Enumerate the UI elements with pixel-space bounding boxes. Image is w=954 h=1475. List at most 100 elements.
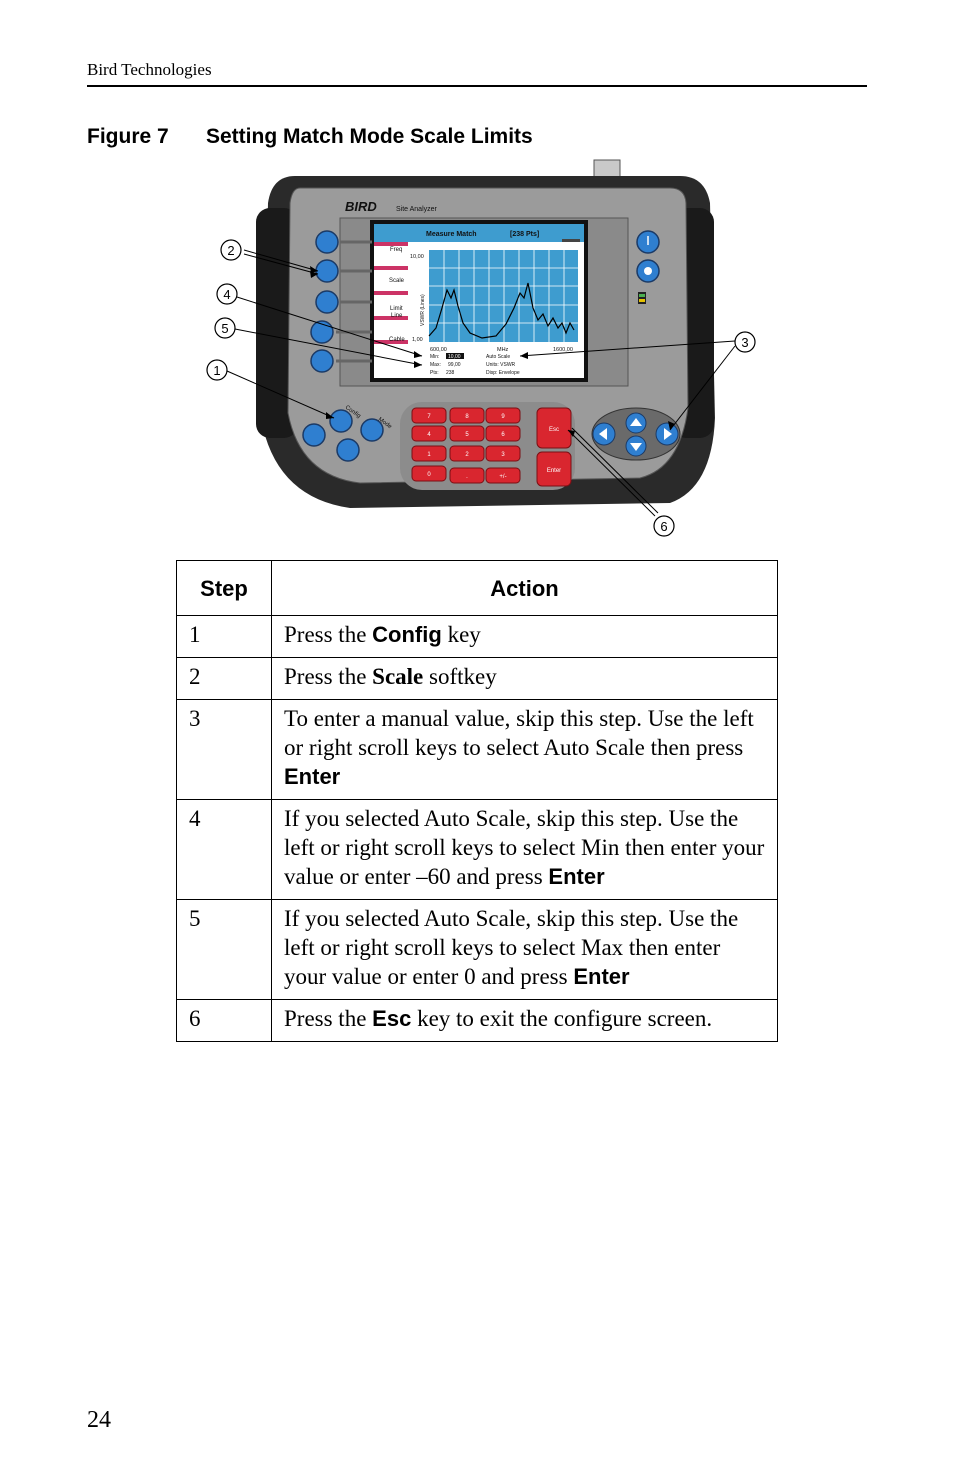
enter-key-label: Enter — [547, 468, 561, 474]
softkey-freq: Freq — [390, 247, 402, 253]
softkey-scale: Scale — [389, 278, 405, 284]
leader-6a — [567, 429, 656, 517]
up-arrow-icon — [630, 418, 642, 426]
screen-title-bar — [374, 224, 584, 242]
softkey-limit: Limit — [390, 306, 403, 312]
key-7: 7 — [427, 414, 431, 420]
leader-3a — [519, 340, 736, 357]
y-axis-label: VSWR (Lines) — [420, 294, 426, 326]
key-name: Enter — [573, 964, 630, 989]
key-name: Esc — [372, 1006, 412, 1031]
callout-2-label: 2 — [227, 243, 234, 258]
screen-points: [238 Pts] — [510, 231, 539, 238]
screen-title: Measure Match — [426, 231, 477, 238]
table-row: 5 If you selected Auto Scale, skip this … — [176, 899, 778, 1000]
key-6: 6 — [501, 432, 505, 438]
steps-table: Step Action 1 Press the Config key 2 Pre… — [176, 560, 778, 1042]
callout-1 — [206, 359, 228, 381]
softkey-button-3 — [315, 290, 339, 314]
info-pts-label: Pts: — [430, 370, 439, 376]
x-end-label: 1600,00 — [553, 347, 573, 353]
softkey-line: Line — [391, 313, 403, 319]
step-action: Press the Esc key to exit the configure … — [271, 999, 778, 1042]
info-units: Units: VSWR — [486, 362, 516, 368]
key-2: 2 — [465, 452, 469, 458]
figure-title: Setting Match Mode Scale Limits — [206, 125, 533, 148]
leader-4 — [236, 296, 423, 357]
step-number: 3 — [176, 699, 272, 800]
mode-button — [360, 418, 384, 442]
softkey-cable: Cable — [389, 337, 405, 343]
page-number: 24 — [87, 1407, 111, 1433]
callout-6 — [653, 515, 675, 537]
key-0: 0 — [427, 472, 431, 478]
y-top-label: 10,00 — [410, 254, 424, 260]
table-row: 1 Press the Config key — [176, 615, 778, 658]
key-dot: . — [466, 474, 468, 480]
info-pts-value: 238 — [446, 370, 455, 376]
left-arrow-icon — [599, 428, 607, 440]
running-header: Bird Technologies — [87, 60, 212, 79]
callout-6-label: 6 — [660, 519, 667, 534]
leader-2a — [243, 249, 319, 272]
info-min-value: 10,00 — [448, 354, 461, 360]
model-name: Site Analyzer — [396, 206, 438, 213]
step-column-header: Step — [176, 560, 272, 616]
key-3: 3 — [501, 452, 505, 458]
step-action: Press the Config key — [271, 615, 778, 658]
softkey-button-1 — [315, 230, 339, 254]
nav-pad — [591, 407, 681, 461]
callout-3 — [734, 331, 756, 353]
leader-5 — [234, 328, 423, 366]
down-arrow-icon — [630, 443, 642, 451]
key-name: Scale — [372, 664, 424, 689]
key-5: 5 — [465, 432, 469, 438]
callout-2 — [220, 239, 242, 261]
info-display: Disp: Envelope — [486, 370, 520, 376]
leader-2b — [243, 253, 319, 275]
esc-key — [536, 407, 572, 449]
leader-6b — [571, 427, 659, 514]
step-action: If you selected Auto Scale, skip this st… — [271, 899, 778, 1000]
callout-4 — [216, 283, 238, 305]
status-indicator — [638, 292, 646, 304]
header-rule — [87, 85, 867, 87]
callout-3-label: 3 — [741, 335, 748, 350]
step-number: 5 — [176, 899, 272, 1000]
step-action: If you selected Auto Scale, skip this st… — [271, 799, 778, 900]
cluster-button-left — [302, 423, 326, 447]
y-bottom-label: 1,00 — [412, 337, 423, 343]
table-header-row: Step Action — [176, 560, 778, 616]
table-row: 2 Press the Scale softkey — [176, 657, 778, 700]
softkey-button-4 — [310, 320, 334, 344]
step-number: 4 — [176, 799, 272, 900]
callout-4-label: 4 — [223, 287, 230, 302]
brand-logo: BIRD — [345, 199, 377, 214]
step-number: 2 — [176, 657, 272, 700]
cluster-button-bottom — [336, 438, 360, 462]
config-button — [329, 409, 353, 433]
key-name: Enter — [284, 764, 341, 789]
key-name: Config — [372, 622, 442, 647]
key-1: 1 — [427, 452, 431, 458]
key-plus-minus: +/- — [499, 474, 506, 480]
info-max-label: Max: — [430, 362, 441, 368]
vswr-trace — [428, 282, 575, 339]
enter-key — [536, 451, 572, 487]
table-row: 3 To enter a manual value, skip this ste… — [176, 699, 778, 800]
leader-1 — [226, 370, 335, 419]
x-unit-label: MHz — [497, 347, 509, 353]
softkey-button-5 — [310, 349, 334, 373]
key-9: 9 — [501, 414, 505, 420]
table-row: 6 Press the Esc key to exit the configur… — [176, 999, 778, 1042]
right-arrow-icon — [664, 428, 672, 440]
step-number: 6 — [176, 999, 272, 1042]
key-8: 8 — [465, 414, 469, 420]
step-action: Press the Scale softkey — [271, 657, 778, 700]
info-auto-scale: Auto Scale — [486, 354, 510, 360]
info-max-value: 99,00 — [448, 362, 461, 368]
callout-1-label: 1 — [213, 363, 220, 378]
step-number: 1 — [176, 615, 272, 658]
step-action: To enter a manual value, skip this step.… — [271, 699, 778, 800]
